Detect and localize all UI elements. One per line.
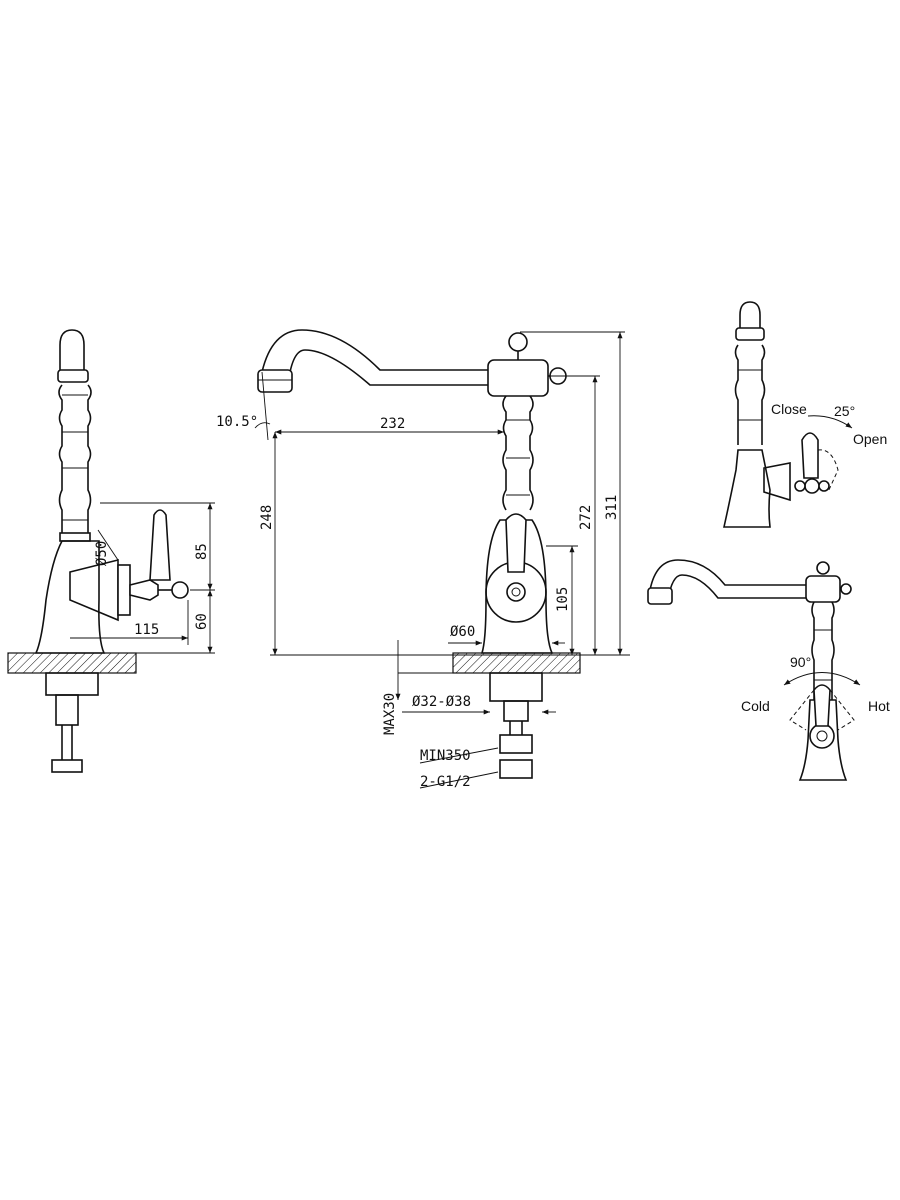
dim-min350: MIN350: [420, 748, 471, 764]
dim-d50: Ø50: [94, 541, 110, 566]
dim-311: 311: [604, 495, 620, 520]
swivel-hot-label: Hot: [868, 698, 890, 714]
dim-thread: 2-G1/2: [420, 774, 471, 790]
countertop-left: [7, 652, 137, 674]
swivel-angle-90: 90°: [790, 654, 811, 670]
swivel-rotation-view: [647, 559, 861, 781]
swivel-cold-label: Cold: [741, 698, 770, 714]
side-view: [7, 329, 215, 773]
dim-max30: MAX30: [382, 693, 398, 735]
countertop-center: [452, 652, 581, 674]
dim-272: 272: [578, 505, 594, 530]
dim-85: 85: [194, 543, 210, 560]
handle-open-label: Open: [853, 431, 887, 447]
dim-232: 232: [380, 416, 405, 432]
dim-d60: Ø60: [450, 624, 475, 640]
handle-angle-25: 25°: [834, 403, 855, 419]
dim-248: 248: [259, 505, 275, 530]
dim-105: 105: [555, 587, 571, 612]
handle-rotation-view: [723, 301, 853, 528]
dim-115: 115: [134, 622, 159, 638]
dim-d32-38: Ø32-Ø38: [412, 694, 471, 710]
front-view: [254, 329, 630, 789]
dim-angle: 10.5°: [216, 414, 258, 430]
handle-close-label: Close: [771, 401, 807, 417]
dim-60: 60: [194, 613, 210, 630]
